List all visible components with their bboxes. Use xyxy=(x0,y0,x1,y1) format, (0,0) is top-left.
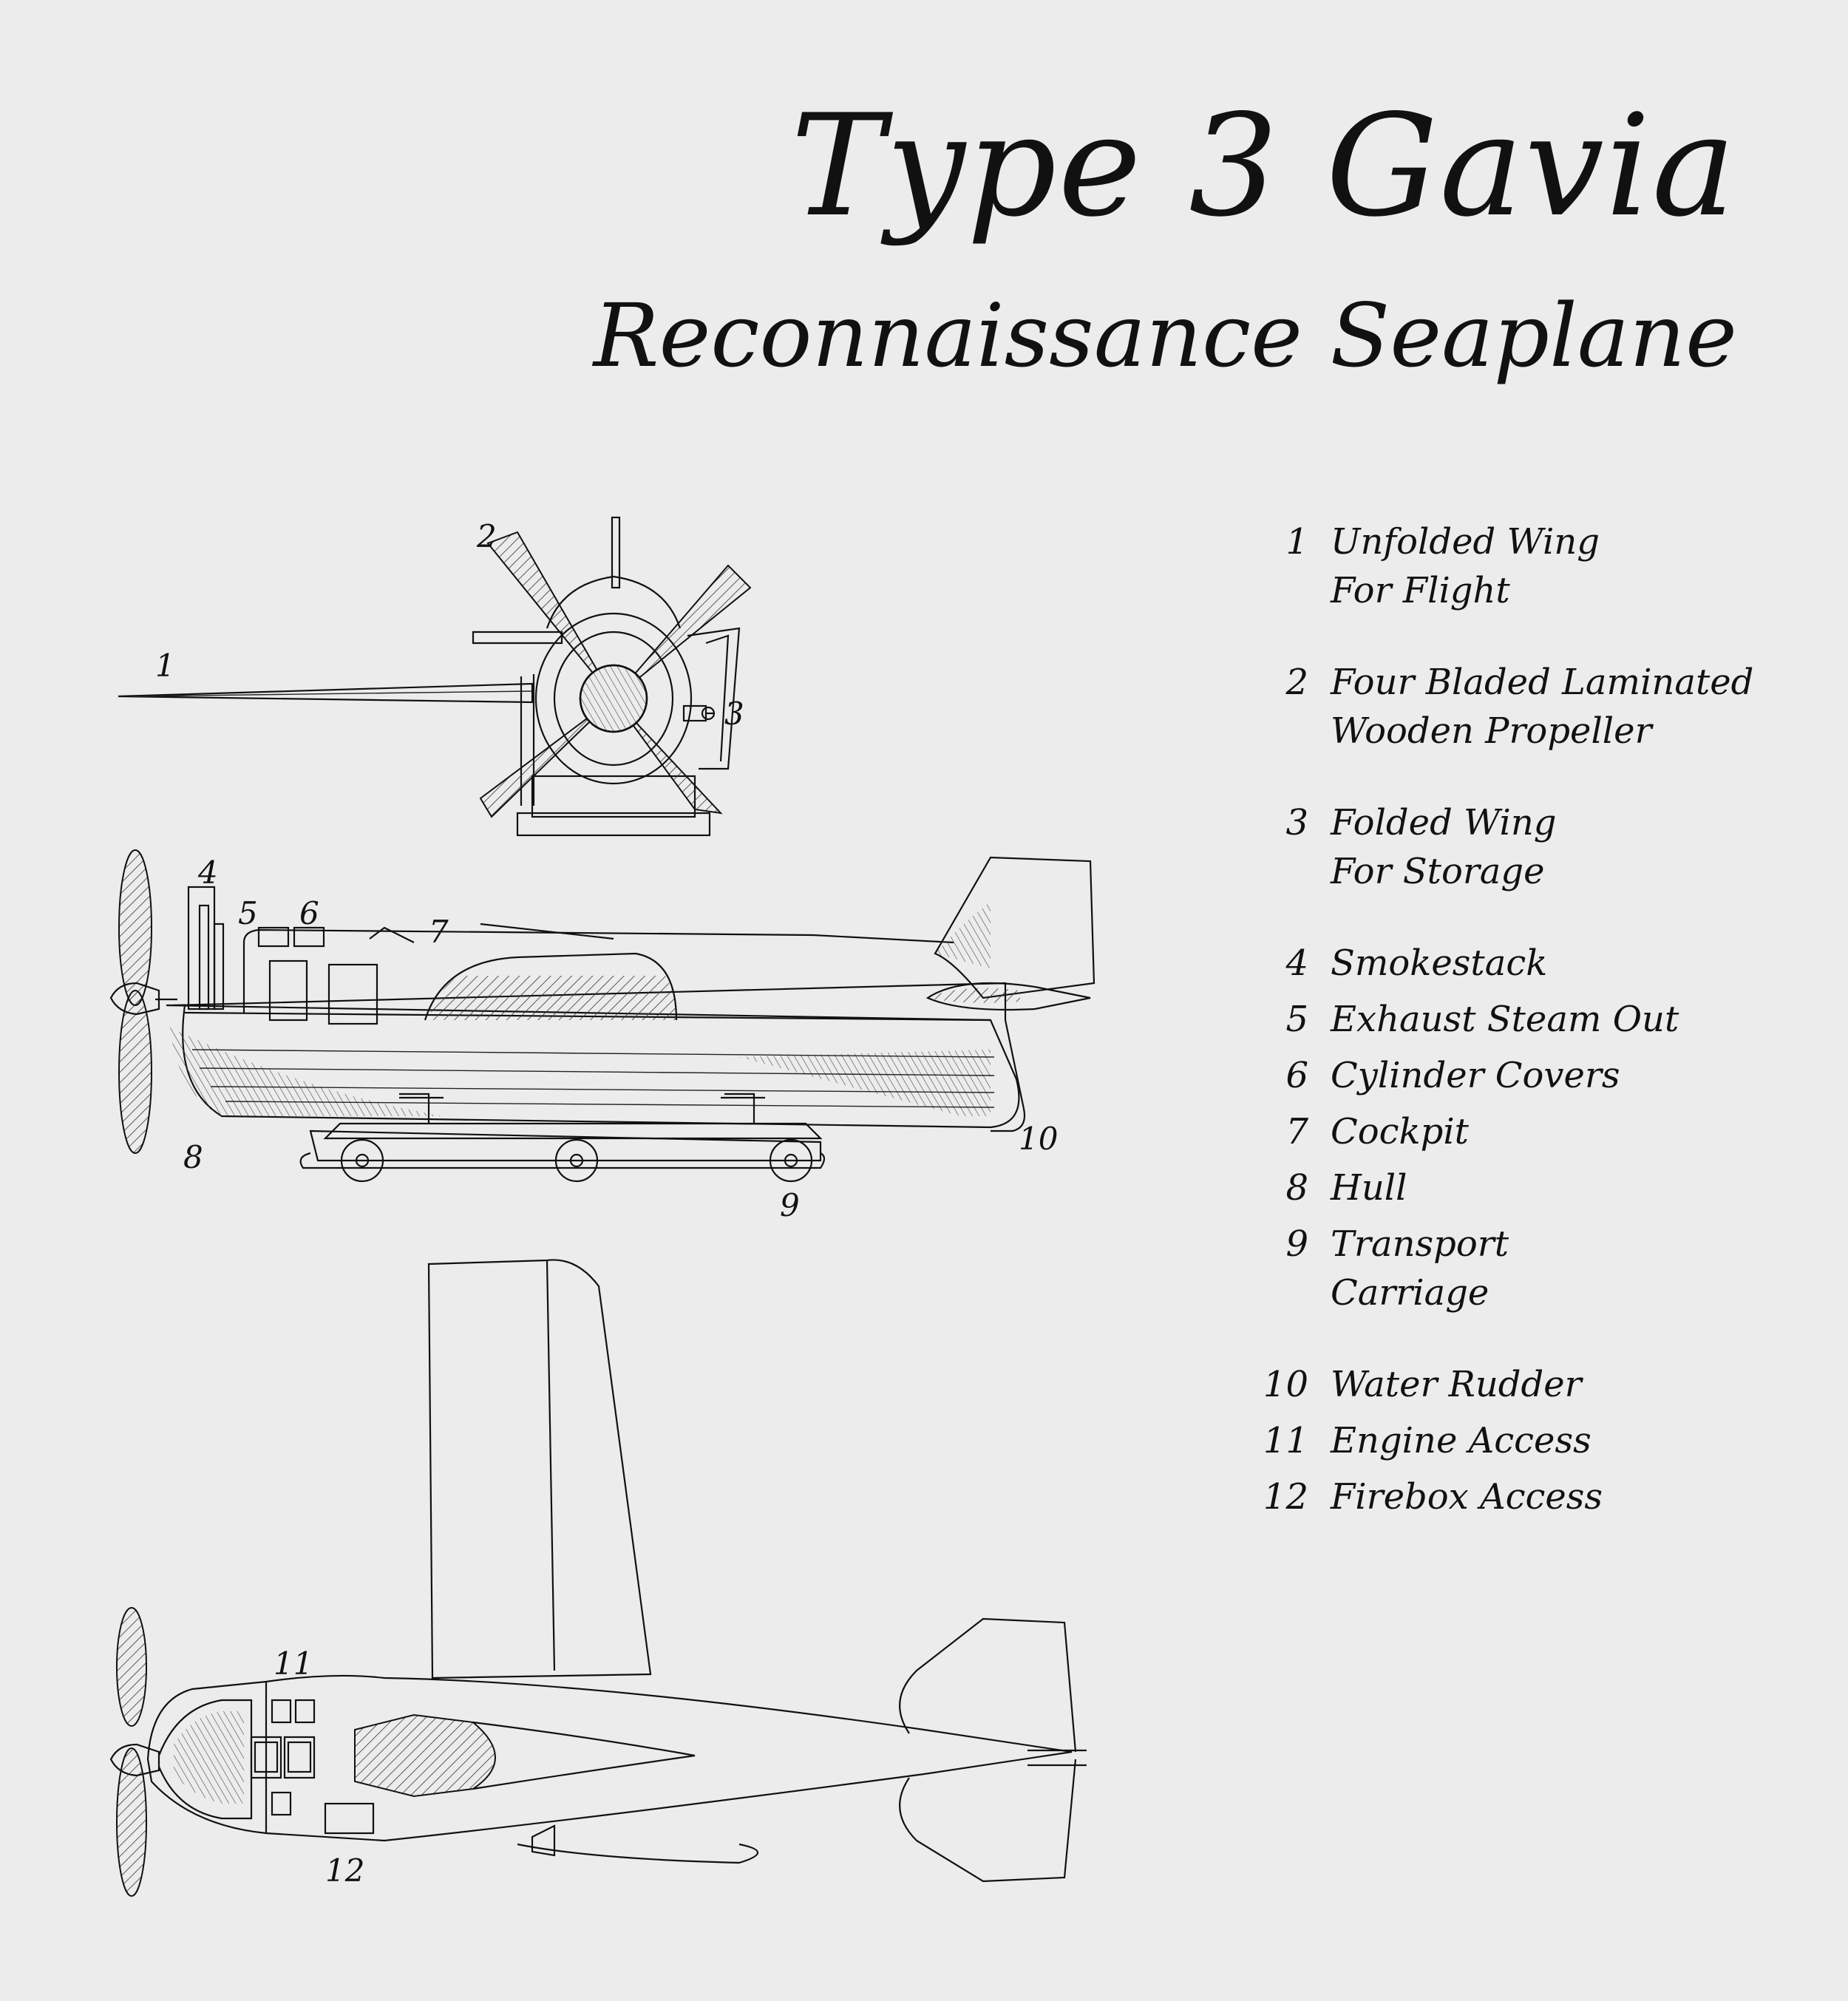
legend-text: Transport Carriage xyxy=(1331,1223,1509,1314)
legend-text: Hull xyxy=(1331,1167,1407,1209)
legend-text: Four Bladed Laminated Wooden Propeller xyxy=(1331,662,1754,752)
callout-7: 7 xyxy=(429,914,449,950)
legend-item: 7 Cockpit xyxy=(1227,1107,1789,1156)
callout-6: 6 xyxy=(299,895,319,931)
legend-number: 2 xyxy=(1285,662,1308,703)
side-view: 4 5 6 7 8 9 10 xyxy=(109,849,1095,1223)
legend-text: Firebox Access xyxy=(1331,1476,1603,1518)
legend-item: 12 Firebox Access xyxy=(1227,1472,1789,1521)
callout-3: 3 xyxy=(724,696,744,732)
legend-number: 7 xyxy=(1285,1111,1308,1152)
legend-number: 4 xyxy=(1285,942,1308,984)
legend-item: 2 Four Bladed Laminated Wooden Propeller xyxy=(1227,658,1789,755)
legend-text: Cockpit xyxy=(1331,1111,1469,1152)
legend-number: 3 xyxy=(1285,802,1308,843)
legend-item: 9 Transport Carriage xyxy=(1227,1220,1789,1317)
callout-1: 1 xyxy=(155,648,175,684)
legend-number: 12 xyxy=(1263,1476,1308,1518)
callout-9: 9 xyxy=(780,1187,800,1223)
subtitle: Reconnaissance Seaplane xyxy=(593,285,1737,387)
callout-4: 4 xyxy=(197,855,218,891)
top-view: 11 12 xyxy=(109,1259,1087,1897)
legend-item: 1 Unfolded Wing For Flight xyxy=(1227,517,1789,615)
legend-text: Unfolded Wing For Flight xyxy=(1331,521,1600,611)
legend-number: 10 xyxy=(1263,1364,1308,1405)
legend-text: Water Rudder xyxy=(1331,1364,1582,1405)
legend-item: 6 Cylinder Covers xyxy=(1227,1051,1789,1100)
front-propeller xyxy=(479,531,752,818)
legend-list: 1 Unfolded Wing For Flight 2 Four Bladed La… xyxy=(1227,517,1789,1529)
legend-item: 5 Exhaust Steam Out xyxy=(1227,995,1789,1044)
legend-text: Exhaust Steam Out xyxy=(1331,999,1679,1040)
legend-item: 4 Smokestack xyxy=(1227,939,1789,988)
legend-text: Smokestack xyxy=(1331,942,1548,984)
legend-number: 6 xyxy=(1285,1055,1308,1096)
legend-text: Cylinder Covers xyxy=(1331,1055,1620,1096)
legend-item: 8 Hull xyxy=(1227,1163,1789,1212)
callout-2: 2 xyxy=(476,518,497,554)
legend-number: 5 xyxy=(1285,999,1308,1040)
front-view: 1 2 3 xyxy=(118,516,752,837)
legend-item: 3 Folded Wing For Storage xyxy=(1227,798,1789,896)
legend-text: Engine Access xyxy=(1331,1420,1591,1461)
callout-10: 10 xyxy=(1019,1121,1058,1157)
legend-text: Folded Wing For Storage xyxy=(1331,802,1557,892)
legend-number: 11 xyxy=(1263,1420,1308,1461)
legend-item: 11 Engine Access xyxy=(1227,1416,1789,1465)
callout-8: 8 xyxy=(183,1139,203,1175)
legend-number: 1 xyxy=(1285,521,1308,563)
legend-number: 8 xyxy=(1285,1167,1308,1209)
callout-5: 5 xyxy=(238,895,258,931)
callout-11: 11 xyxy=(274,1645,313,1682)
callout-12: 12 xyxy=(325,1852,364,1889)
title: Type 3 Gavia xyxy=(790,84,1737,248)
legend-item: 10 Water Rudder xyxy=(1227,1360,1789,1409)
legend-number: 9 xyxy=(1285,1223,1308,1265)
